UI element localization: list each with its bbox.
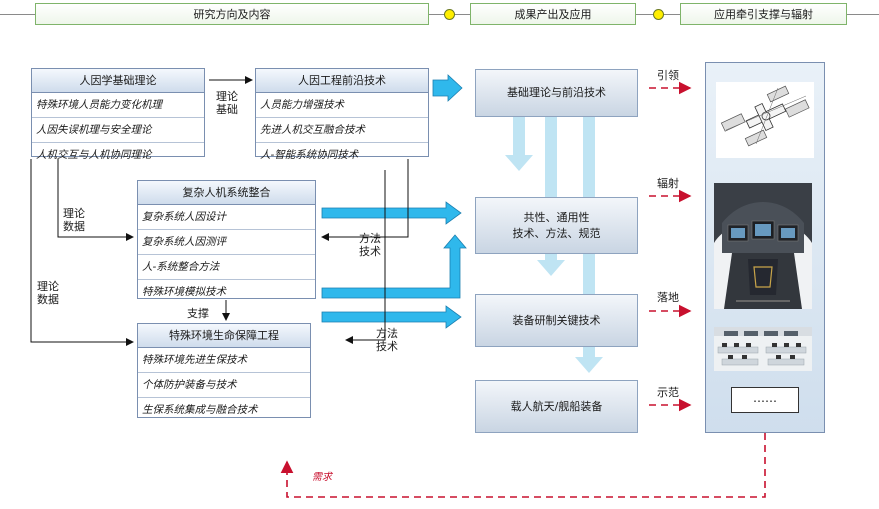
group-item: 人因失误机理与安全理论 (32, 118, 204, 143)
label-demonstrate: 示范 (657, 386, 679, 399)
outcome-equipment-dev: 装备研制关键技术 (475, 294, 638, 347)
cockpit-image (714, 183, 812, 309)
group-item: 个体防护装备与技术 (138, 373, 310, 398)
group-item: 特殊环境模拟技术 (142, 286, 226, 298)
label-method-tech: 方法技术 (376, 327, 398, 353)
group-basic-theory: 人因学基础理论 特殊环境人员能力变化机理 人因失误机理与安全理论 人机交互与人机… (31, 68, 205, 161)
group-item: 生保系统集成与融合技术 (142, 404, 258, 416)
timeline-dot (653, 9, 664, 20)
label-support: 支撑 (187, 307, 209, 320)
timeline-line (847, 14, 879, 15)
label-radiate: 辐射 (657, 177, 679, 190)
timeline-line (0, 14, 35, 15)
outcome-common-tech: 共性、通用性 技术、方法、规范 (475, 197, 638, 254)
space-station-image (716, 82, 814, 158)
group-item: 特殊环境人员能力变化机理 (32, 93, 204, 118)
outcome-spacecraft: 载人航天/舰船装备 (475, 380, 638, 433)
group-item: 人-智能系统协同技术 (260, 149, 359, 161)
control-room-image (714, 327, 812, 371)
group-title: 特殊环境生命保障工程 (138, 324, 310, 348)
outcome-basic-frontier: 基础理论与前沿技术 (475, 69, 638, 117)
group-item: 先进人机交互融合技术 (256, 118, 428, 143)
group-title: 人因学基础理论 (32, 69, 204, 93)
group-item: 人-系统整合方法 (138, 255, 315, 280)
label-demand: 需求 (312, 472, 332, 483)
tab-outcomes[interactable]: 成果产出及应用 (470, 3, 636, 25)
group-item: 复杂系统人因设计 (138, 205, 315, 230)
tab-application[interactable]: 应用牵引支撑与辐射 (680, 3, 847, 25)
group-title: 人因工程前沿技术 (256, 69, 428, 93)
group-item: 复杂系统人因测评 (138, 230, 315, 255)
label-method-tech: 方法技术 (359, 232, 381, 258)
group-frontier-tech: 人因工程前沿技术 人员能力增强技术 先进人机交互融合技术 人-智能系统协同技术 (255, 68, 429, 161)
label-landing: 落地 (657, 291, 679, 304)
group-title: 复杂人机系统整合 (138, 181, 315, 205)
label-theory-data: 理论数据 (37, 280, 59, 306)
group-item: 人机交互与人机协同理论 (36, 149, 152, 161)
timeline-dot (444, 9, 455, 20)
flow-arrows-accent (321, 74, 467, 329)
label-theory-data: 理论数据 (63, 207, 85, 233)
group-system-integration: 复杂人机系统整合 复杂系统人因设计 复杂系统人因测评 人-系统整合方法 特殊环境… (137, 180, 316, 299)
tab-research[interactable]: 研究方向及内容 (35, 3, 429, 25)
group-item: 人员能力增强技术 (256, 93, 428, 118)
label-guide: 引领 (657, 69, 679, 82)
group-life-support: 特殊环境生命保障工程 特殊环境先进生保技术 个体防护装备与技术 生保系统集成与融… (137, 323, 311, 418)
label-theory-basis: 理论基础 (216, 90, 238, 116)
more-applications: …… (731, 387, 799, 413)
group-item: 特殊环境先进生保技术 (138, 348, 310, 373)
